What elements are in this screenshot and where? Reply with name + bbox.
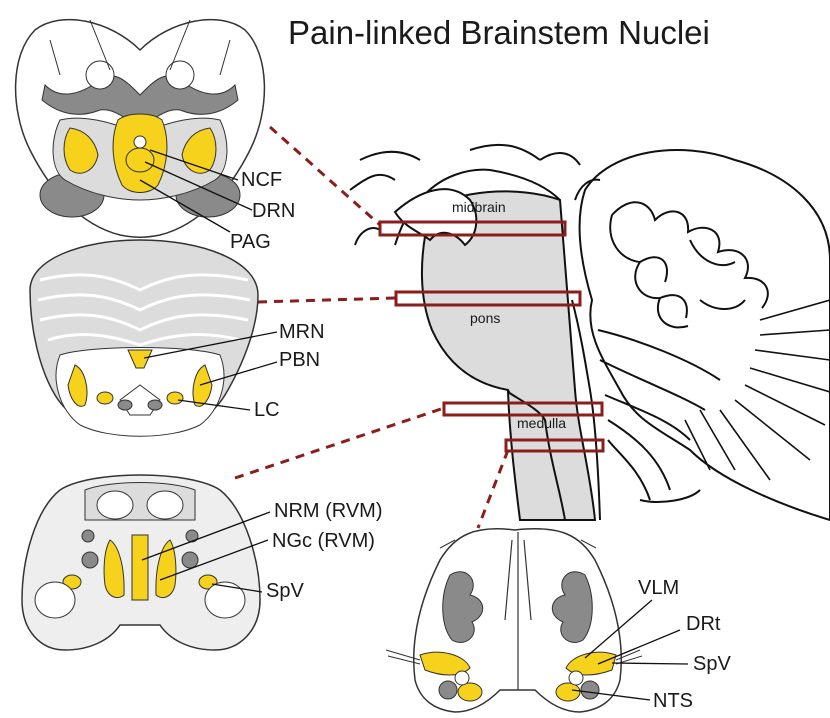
level-label-medulla: medulla [517,415,566,431]
nts-left [458,683,482,701]
nts-right [556,683,580,701]
rostral-medulla-cavity-left [97,491,133,519]
label-nts: NTS [653,690,693,712]
label-vlm: VLM [638,577,679,599]
label-ncf: NCF [241,169,282,191]
rostral-medulla-section: NRM (RVM) NGc (RVM) SpV [22,475,383,650]
caudal-medulla-ring-left [455,671,469,685]
caudal-medulla-gray-right [581,681,599,699]
level-label-midbrain: midbrain [452,199,506,215]
label-nrm: NRM (RVM) [274,500,383,522]
drn-nucleus [126,148,154,172]
label-drt: DRt [686,613,721,635]
rm-lower-right [205,582,245,618]
diagram-title: Pain-linked Brainstem Nuclei [288,14,710,51]
connector-pons [258,298,396,302]
rostral-medulla-cavity-right [147,491,183,519]
label-pag: PAG [230,231,271,253]
label-ngc: NGc (RVM) [272,530,375,552]
pons-gray-right [148,400,162,410]
label-lc: LC [254,399,280,421]
brainstem-body [422,191,595,520]
pons-section: MRN PBN LC [30,240,325,436]
lc-left [97,392,113,404]
lc-right [167,392,183,404]
connector-caudal-medulla [478,450,508,528]
midbrain-section: NCF DRN PAG [16,20,296,253]
label-pbn: PBN [279,349,320,371]
midbrain-small-circle-right [166,61,194,89]
caudal-medulla-gray-left [439,681,457,699]
caudal-medulla-section: VLM DRt SpV NTS [386,529,731,712]
aqueduct [134,136,146,148]
label-spv-rostral: SpV [266,580,304,602]
rm-lower-left [35,582,75,618]
leader-spv-caudal [612,663,688,664]
rm-gray-2 [182,552,198,568]
nrm-nucleus [132,535,148,600]
level-label-pons: pons [470,310,500,326]
label-mrn: MRN [279,321,325,343]
rm-gray-3 [82,530,94,542]
pons-gray-left [118,400,132,410]
label-drn: DRN [252,200,295,222]
rm-gray-1 [82,552,98,568]
label-spv-caudal: SpV [693,653,731,675]
midbrain-small-circle-left [86,61,114,89]
caudal-medulla-ring-right [569,671,583,685]
sagittal-brainstem: midbrain pons medulla [350,145,830,520]
